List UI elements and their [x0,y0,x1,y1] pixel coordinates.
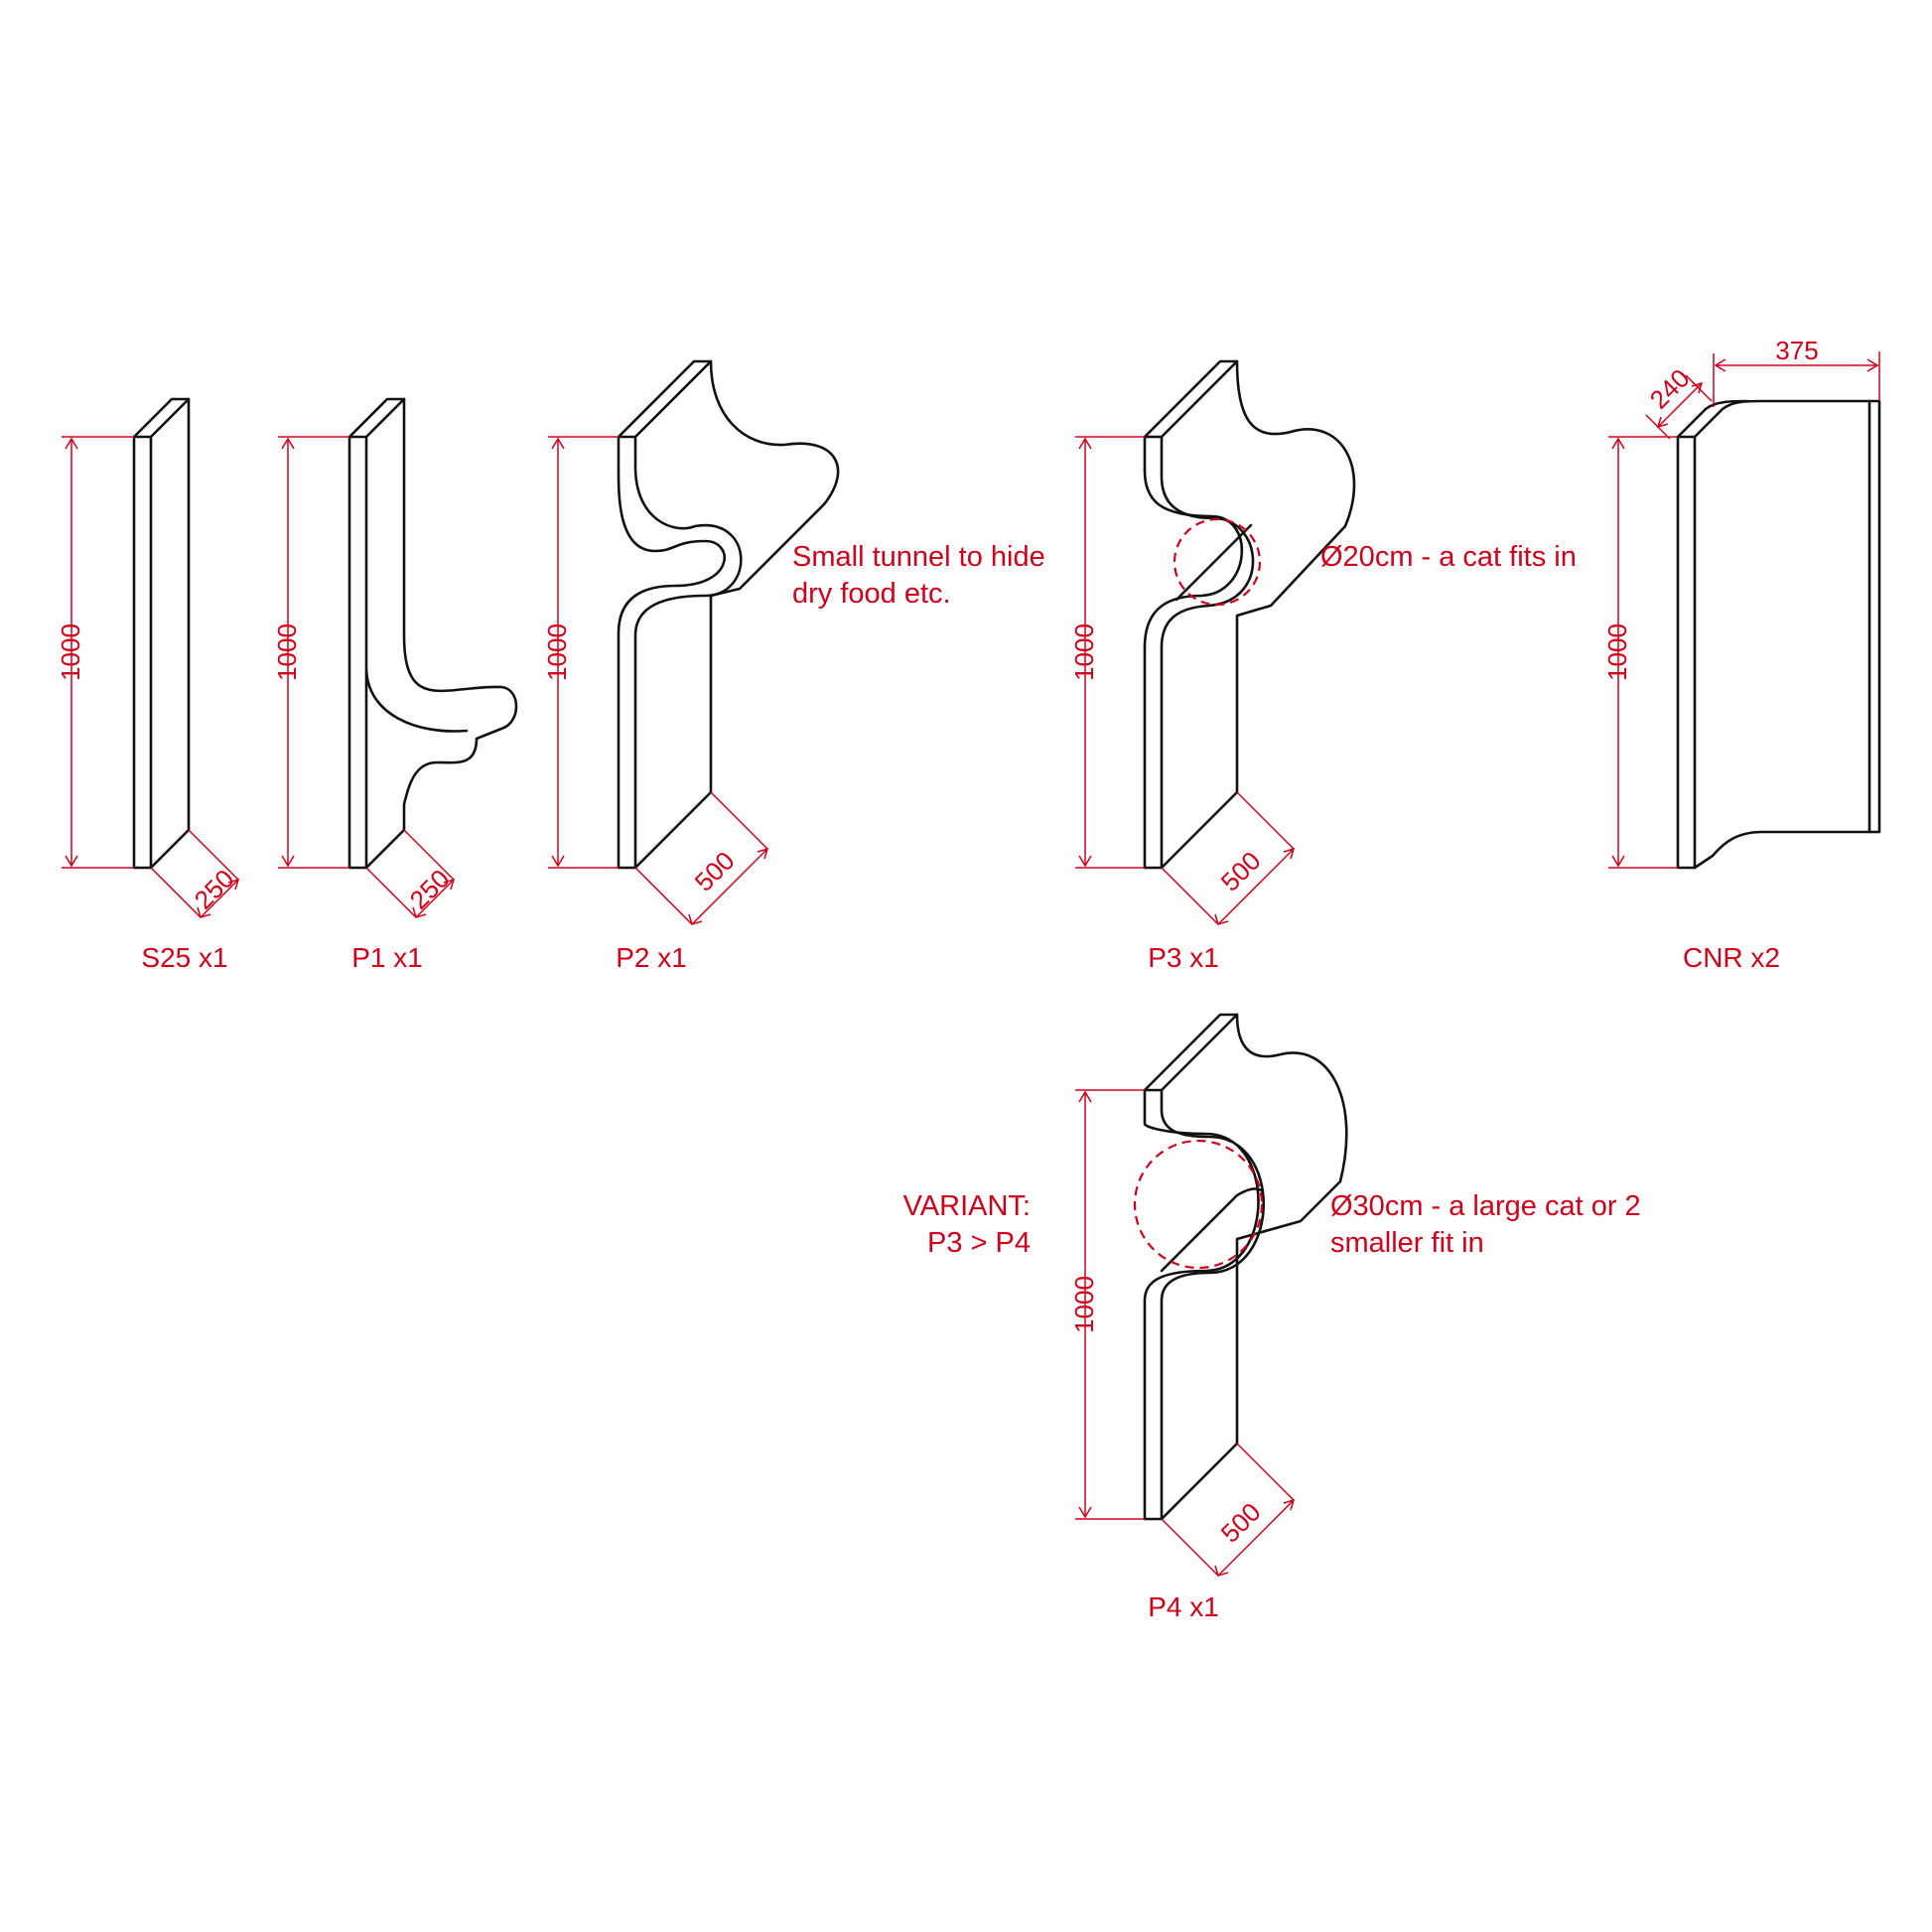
piece-p4-height-label: 1000 [1069,1276,1099,1333]
piece-p1: 1000 250 P1 x1 [272,397,518,973]
piece-p2: 1000 500 Small tunnel to hide dry food e… [542,359,1045,973]
piece-p3-height-label: 1000 [1069,623,1099,681]
piece-p3-edge [1143,359,1255,870]
piece-p3: 1000 500 Ø20cm - a cat fits in P3 x1 [1069,359,1577,973]
piece-p3-note: Ø20cm - a cat fits in [1320,541,1577,573]
piece-p3-label: P3 x1 [1148,942,1219,973]
piece-p2-label: P2 x1 [616,942,687,973]
piece-p2-height-dim: 1000 [542,436,619,869]
piece-p1-height-dim: 1000 [272,436,349,869]
piece-cnr-depth-label: 240 [1644,363,1696,415]
piece-p1-edge [347,397,469,870]
piece-cnr-width-label: 375 [1775,336,1818,365]
piece-cnr-depth-dim: 240 [1644,363,1713,440]
piece-s25-label: S25 x1 [141,942,227,973]
variant-note-line2: P3 > P4 [927,1227,1031,1259]
piece-p1-depth-label: 250 [404,864,456,915]
piece-p2-edge [617,359,743,870]
piece-cnr-edge [1676,399,1871,870]
piece-cnr-height-dim: 1000 [1602,436,1678,869]
piece-p4-outline [1143,1013,1348,1521]
piece-p4: 1000 500 Ø30cm - a large cat or 2 smalle… [903,1013,1641,1622]
variant-note-line1: VARIANT: [903,1190,1031,1222]
piece-cnr-width-dim: 375 [1713,336,1880,407]
piece-cnr-height-label: 1000 [1602,623,1632,681]
piece-p1-label: P1 x1 [351,942,423,973]
piece-p1-height-label: 1000 [272,623,302,681]
piece-p4-depth-label: 500 [1215,1497,1267,1549]
piece-cnr: 1000 240 375 CNR x2 [1602,336,1881,973]
piece-p4-height-dim: 1000 [1069,1089,1145,1520]
piece-p2-note-line1: Small tunnel to hide [792,541,1045,573]
piece-p2-outline [617,359,840,870]
piece-p3-outline [1143,359,1356,870]
piece-p3-height-dim: 1000 [1069,436,1145,869]
piece-s25-height-label: 1000 [56,623,85,681]
piece-s25-height-dim: 1000 [56,436,134,869]
piece-s25-outline [132,397,191,870]
piece-p3-opening-outline [1173,517,1262,607]
piece-p4-note-line2: smaller fit in [1330,1227,1484,1259]
piece-p4-note-line1: Ø30cm - a large cat or 2 [1330,1190,1641,1222]
piece-p2-height-label: 1000 [542,623,572,681]
piece-p2-depth-label: 500 [689,846,741,897]
piece-p4-opening-outline [1133,1139,1264,1270]
piece-p1-depth-dim: 250 [365,829,456,918]
piece-cnr-label: CNR x2 [1683,942,1780,973]
piece-p1-outline [347,397,518,870]
piece-s25: 1000 250 S25 x1 [56,397,240,973]
piece-p4-label: P4 x1 [1148,1591,1219,1622]
piece-s25-edge [132,397,191,870]
piece-cnr-outline [1676,399,1881,870]
piece-p2-note-line2: dry food etc. [792,578,951,610]
piece-p4-edge [1143,1013,1265,1521]
piece-s25-depth-label: 250 [189,864,240,915]
piece-p3-depth-label: 500 [1215,846,1267,897]
